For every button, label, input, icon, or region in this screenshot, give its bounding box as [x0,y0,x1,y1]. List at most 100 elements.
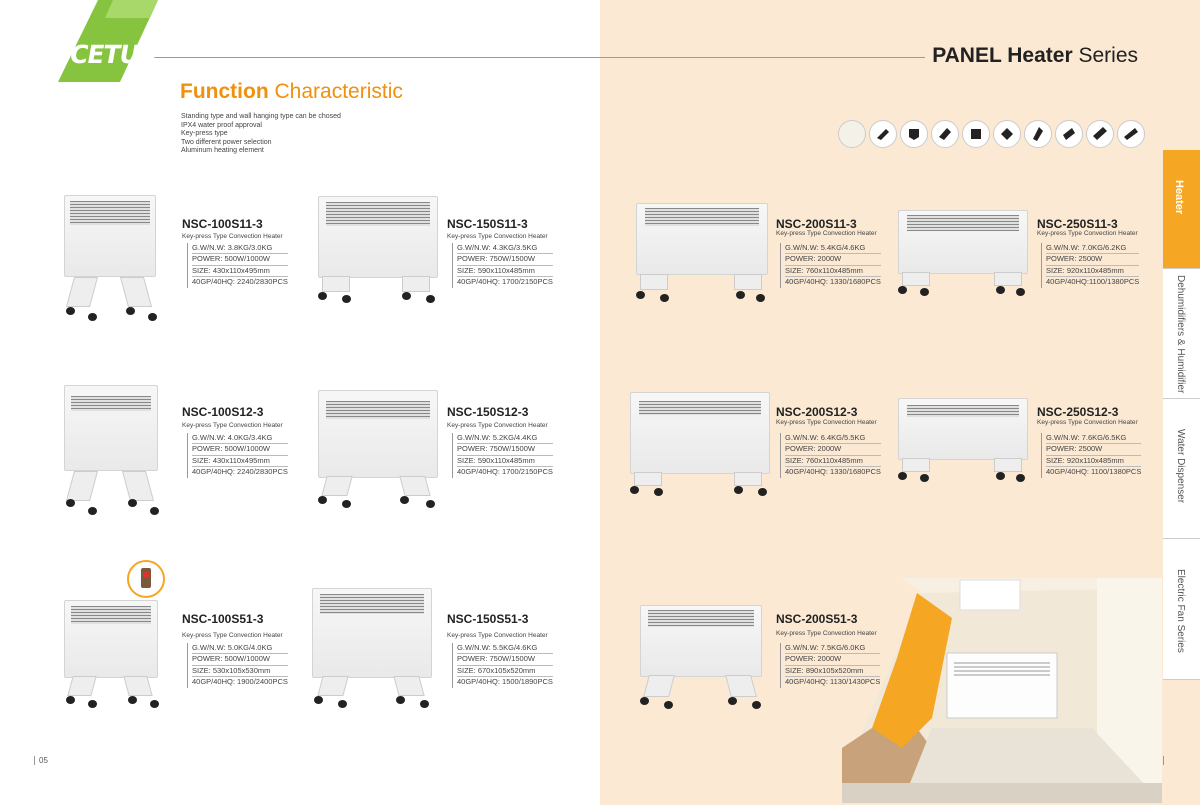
spec-quantity: 40GP/40HQ: 1100/1380PCS [1046,467,1142,477]
cn-plug-icon [1086,120,1114,148]
heater-image [318,390,438,508]
brand-logo-shape [58,0,158,82]
za-plug-icon [1024,120,1052,148]
in-plug-icon [1117,120,1145,148]
tab-electric-fan[interactable]: Electric Fan Series [1163,538,1200,680]
feature-item: Two different power selection [181,138,272,146]
us-plug-icon [1055,120,1083,148]
heater-image [312,588,437,713]
room-scene-image [842,578,1162,803]
product-type: Key-press Type Convection Heater [776,230,877,237]
spec-size: SIZE: 920x110x485mm [1046,266,1140,278]
heater-image [64,600,164,710]
product-model: NSC-200S51-3 [776,612,858,626]
spec-power: POWER: 750W/1500W [457,654,553,666]
spec-size: SIZE: 430x110x495mm [192,266,288,278]
spec-quantity: 40GP/40HQ: 1700/2150PCS [457,467,553,477]
spec-power: POWER: 2000W [785,654,881,666]
heater-image [898,210,1028,296]
spec-weight: G.W/N.W: 4.3KG/3.5KG [457,243,553,255]
spec-power: POWER: 500W/1000W [192,654,288,666]
eu-plug-icon [900,120,928,148]
heater-image [636,203,768,303]
spec-size: SIZE: 530x105x530mm [192,666,288,678]
product-model: NSC-150S51-3 [447,612,529,626]
spec-power: POWER: 2500W [1046,254,1140,266]
feature-item: Key-press type [181,130,228,138]
tab-water-dispenser[interactable]: Water Dispenser [1163,398,1200,539]
spec-quantity: 40GP/40HQ: 1500/1890PCS [457,677,553,687]
heater-image [630,392,770,502]
spec-weight: G.W/N.W: 5.0KG/4.0KG [192,643,288,655]
heater-image [318,196,438,304]
feature-item: Standing type and wall hanging type can … [181,113,341,120]
product-model: NSC-250S11-3 [1037,217,1118,231]
spec-quantity: 40GP/40HQ: 1330/1680PCS [785,277,881,287]
spec-weight: G.W/N.W: 3.8KG/3.0KG [192,243,288,255]
spec-quantity: 40GP/40HQ: 2240/2830PCS [192,467,288,477]
spec-size: SIZE: 890x105x520mm [785,666,881,678]
spec-size: SIZE: 590x110x485mm [457,456,553,468]
spec-weight: G.W/N.W: 5.4KG/4.6KG [785,243,881,255]
product-model: NSC-100S51-3 [182,612,264,626]
spec-size: SIZE: 760x110x485mm [785,456,881,468]
product-type: Key-press Type Convection Heater [1037,230,1138,237]
product-type: Key-press Type Convection Heater [1037,419,1138,426]
spec-size: SIZE: 430x110x495mm [192,456,288,468]
plug-type-icons [838,120,1145,150]
swiss-plug-icon [931,120,959,148]
series-title: PANEL Heater Series [932,44,1138,67]
heater-image [64,385,164,520]
page-number-left: 05 [34,756,48,765]
product-type: Key-press Type Convection Heater [447,632,548,639]
product-type: Key-press Type Convection Heater [447,233,548,240]
tab-dehumidifiers[interactable]: Dehumidifiers & Humidifier [1163,268,1200,399]
product-model: NSC-250S12-3 [1037,405,1119,419]
product-model: NSC-150S12-3 [447,405,529,419]
au-plug-icon [962,120,990,148]
feature-item: Aluminum heating element [181,147,264,155]
heater-image [898,398,1028,488]
spec-power: POWER: 750W/1500W [457,444,553,456]
product-type: Key-press Type Convection Heater [182,632,283,639]
spec-power: POWER: 2000W [785,254,881,266]
product-type: Key-press Type Convection Heater [776,419,877,426]
spec-size: SIZE: 670x105x520mm [457,666,553,678]
product-model: NSC-200S12-3 [776,405,858,419]
spec-weight: G.W/N.W: 7.0KG/6.2KG [1046,243,1140,255]
spec-weight: G.W/N.W: 4.0KG/3.4KG [192,433,288,445]
product-model: NSC-150S11-3 [447,217,528,231]
spec-power: POWER: 2000W [785,444,881,456]
feature-list: Standing type and wall hanging type can … [181,113,341,156]
product-model: NSC-200S11-3 [776,217,857,231]
white-plug-icon [838,120,866,148]
header-rule [150,57,925,58]
product-type: Key-press Type Convection Heater [447,422,548,429]
spec-quantity: 40GP/40HQ: 2240/2830PCS [192,277,288,287]
tab-heater[interactable]: Heater [1163,150,1200,268]
spec-quantity: 40GP/40HQ: 1330/1680PCS [785,467,881,477]
product-model: NSC-100S12-3 [182,405,264,419]
spec-size: SIZE: 920x110x485mm [1046,456,1142,468]
product-type: Key-press Type Convection Heater [776,630,877,637]
spec-quantity: 40GP/40HQ: 1900/2400PCS [192,677,288,687]
spec-power: POWER: 750W/1500W [457,254,553,266]
spec-weight: G.W/N.W: 7.5KG/6.0KG [785,643,881,655]
heater-image [64,195,164,325]
section-title: Function Characteristic [180,80,403,103]
uk-plug-icon [869,120,897,148]
sa-plug-icon [993,120,1021,148]
spec-weight: G.W/N.W: 7.6KG/6.5KG [1046,433,1142,445]
heater-image [640,605,765,720]
spec-power: POWER: 500W/1000W [192,444,288,456]
control-panel-inset [127,560,165,598]
